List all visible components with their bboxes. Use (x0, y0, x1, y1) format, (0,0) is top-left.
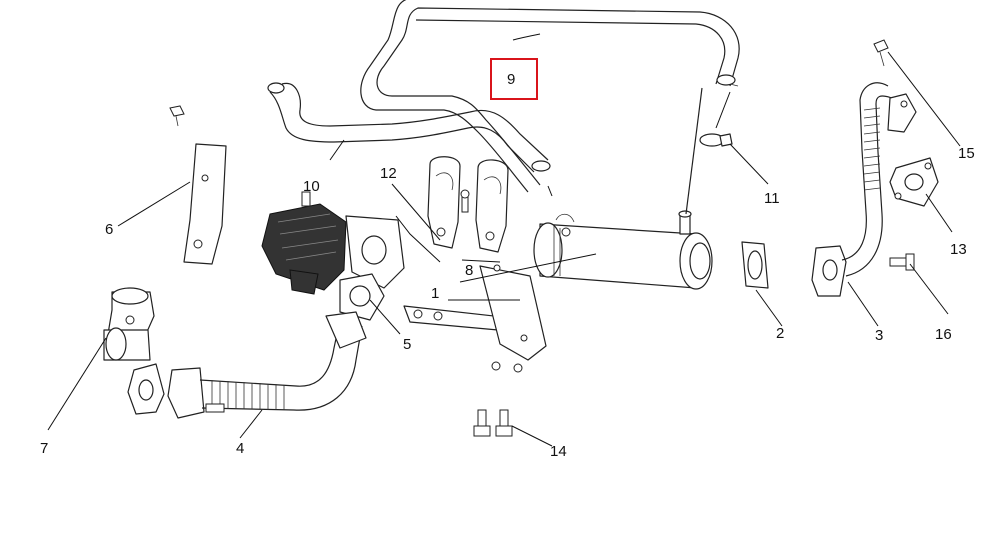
part-4-lower-egr-pipe (127, 311, 367, 419)
part-7-bushings (103, 287, 155, 361)
part-8-bracket (403, 264, 547, 373)
callout-2[interactable]: 2 (776, 325, 784, 342)
part-9-upper-hose (360, 0, 740, 193)
part-12-support-clamps (427, 156, 509, 253)
highlight-box (490, 58, 538, 100)
callout-12[interactable]: 12 (380, 165, 397, 182)
callout-4[interactable]: 4 (236, 440, 244, 457)
callout-16[interactable]: 16 (935, 326, 952, 343)
part-1-egr-cooler (533, 210, 713, 290)
callout-7[interactable]: 7 (40, 440, 48, 457)
callout-1[interactable]: 1 (431, 285, 439, 302)
callout-labels: 1 2 3 4 5 6 7 8 9 10 11 12 13 14 15 16 (40, 71, 975, 460)
part-16-bolt (889, 253, 915, 271)
part-2-gasket (741, 241, 769, 289)
part-15-bolt (873, 39, 889, 67)
part-6-mounting-plate (169, 105, 227, 265)
part-5-valve-gasket (339, 215, 405, 321)
part-11-hose-clamp (685, 87, 733, 215)
part-10-egr-valve (261, 191, 347, 295)
callout-15[interactable]: 15 (958, 145, 975, 162)
callout-5[interactable]: 5 (403, 336, 411, 353)
leader-lines (47, 33, 961, 447)
callout-11[interactable]: 11 (764, 190, 780, 207)
part-10-left-hose (267, 82, 551, 173)
part-3-egr-pipe (811, 82, 917, 297)
callout-13[interactable]: 13 (950, 241, 967, 258)
callout-10[interactable]: 10 (303, 178, 320, 195)
callout-8[interactable]: 8 (465, 262, 473, 279)
part-13-flange-gasket (889, 157, 939, 207)
callout-6[interactable]: 6 (105, 221, 113, 238)
callout-9[interactable]: 9 (507, 71, 515, 88)
callout-3[interactable]: 3 (875, 327, 883, 344)
part-14-bolts (473, 409, 513, 437)
callout-14[interactable]: 14 (550, 443, 567, 460)
